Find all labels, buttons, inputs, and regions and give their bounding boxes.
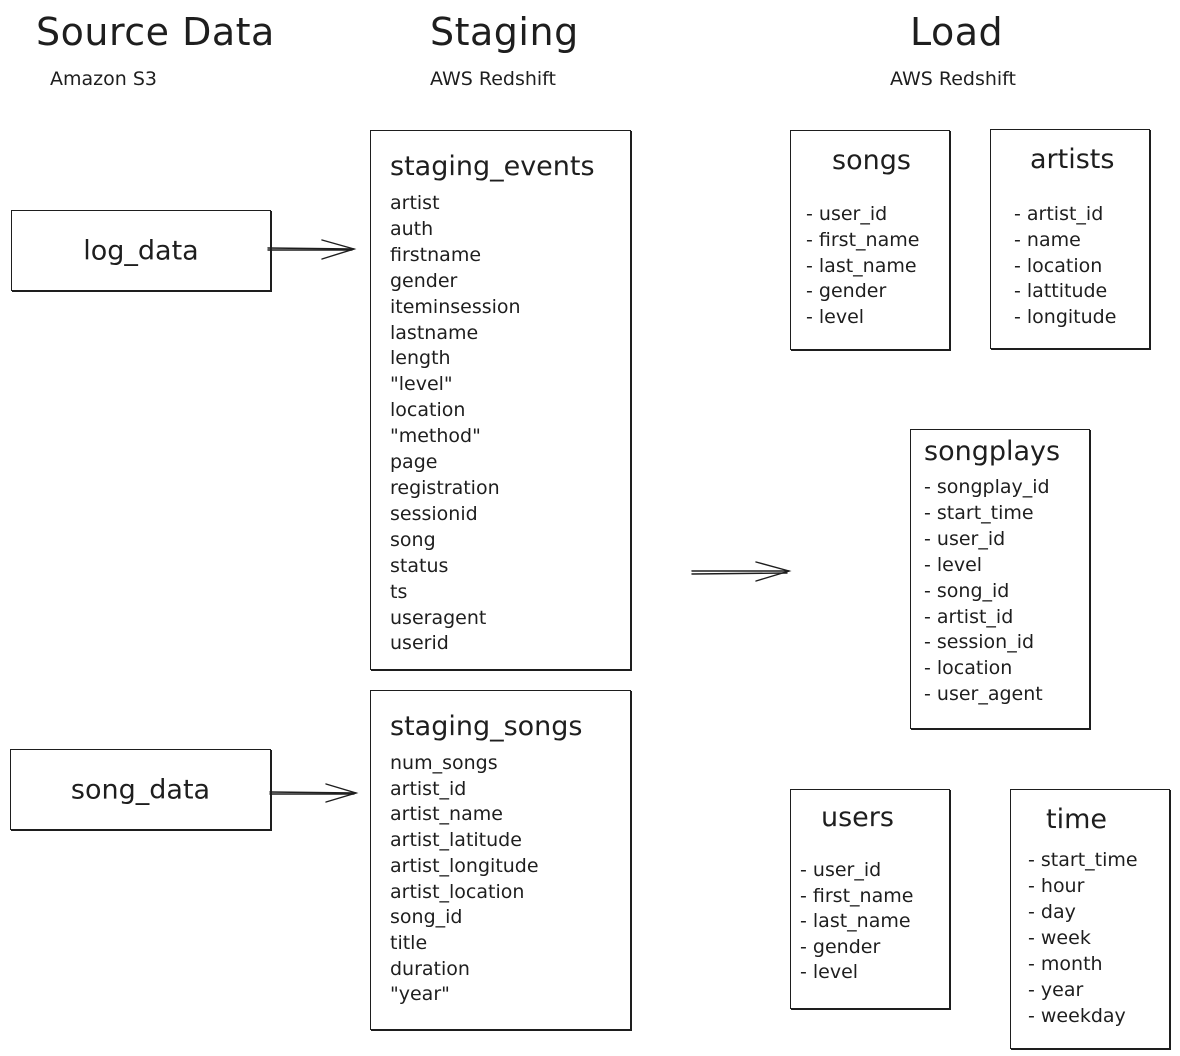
songplays-field: - user_id [924, 527, 1006, 550]
staging-events-field: song [390, 528, 436, 551]
songplays-field: - start_time [924, 501, 1034, 524]
songs-field: - user_id [806, 203, 888, 225]
log-to-staging-arrow [267, 239, 357, 260]
songs-fields: - user_id - first_name - last_name - gender… [806, 202, 919, 331]
staging-events-field: userid [390, 632, 449, 655]
time-field: - start_time [1028, 849, 1138, 871]
staging-songs-fields: num_songs artist_id artist_name artist_lati… [390, 751, 539, 1008]
staging-events-field: iteminsession [390, 295, 521, 318]
time-field: - week [1028, 927, 1091, 949]
users-fields: - user_id - first_name - last_name - gender… [800, 858, 913, 986]
time-table: time - start_time - hour - day - week - mont… [1010, 789, 1170, 1049]
users-field: - level [800, 961, 859, 983]
songs-title: songs [832, 145, 911, 176]
songplays-field: - song_id [924, 579, 1010, 602]
staging-events-field: "level" [390, 373, 453, 396]
staging-events-table: staging_events artist auth firstname gender… [370, 130, 631, 670]
artists-field: - longitude [1014, 306, 1117, 329]
staging-events-field: registration [390, 476, 500, 499]
staging-subtitle: AWS Redshift [430, 68, 556, 90]
users-field: - first_name [800, 884, 914, 907]
songplays-field: - location [924, 657, 1013, 680]
songplays-title: songplays [924, 436, 1061, 467]
staging-events-field: status [390, 554, 449, 577]
users-table: users - user_id- first_name- last_name- … [790, 789, 950, 1009]
staging-events-field: gender [390, 269, 458, 292]
songs-field: - level [806, 306, 865, 329]
staging-songs-field: duration [390, 957, 470, 980]
time-field: - year [1028, 979, 1084, 1001]
staging-songs-field: num_songs [390, 752, 498, 774]
staging-songs-field: title [390, 931, 428, 954]
staging-songs-title: staging_songs [390, 711, 583, 742]
load-subtitle: AWS Redshift [890, 68, 1016, 90]
users-field: - user_id [800, 859, 882, 881]
staging-songs-field: artist_name [390, 803, 503, 826]
staging-events-field: ts [390, 580, 408, 603]
artists-fields: - artist_id - name - location - lattitude - … [1014, 202, 1116, 331]
time-field: - weekday [1028, 1005, 1126, 1027]
artists-table: artists - artist_id - name - location - lat… [990, 129, 1150, 349]
songplays-fields: - songplay_id - start_time - user_id - leve… [924, 475, 1050, 708]
staging-events-field: "method" [390, 425, 481, 448]
staging-songs-field: artist_latitude [390, 829, 522, 852]
songplays-field: - session_id [924, 631, 1035, 654]
staging-events-field: location [390, 399, 466, 422]
staging-events-field: length [390, 347, 451, 370]
time-fields: - start_time - hour - day - week - month - ye… [1028, 847, 1138, 1029]
staging-events-field: sessionid [390, 502, 478, 525]
staging-events-field: page [390, 451, 438, 474]
source-data-title: Source Data [36, 10, 275, 54]
time-title: time [1046, 804, 1108, 835]
staging-events-field: useragent [390, 606, 487, 629]
staging-title: Staging [430, 10, 579, 54]
artists-field: - artist_id [1014, 203, 1104, 225]
songplays-field: - artist_id [924, 605, 1014, 628]
songplays-field: - user_agent [924, 683, 1043, 706]
song-to-staging-arrow [269, 783, 359, 803]
time-field: - hour [1028, 875, 1085, 897]
time-field: - month [1028, 953, 1103, 975]
staging-songs-field: "year" [390, 983, 450, 1006]
users-title: users [821, 802, 894, 833]
songs-field: - last_name [806, 254, 917, 277]
staging-events-title: staging_events [390, 151, 595, 182]
users-field: - gender [800, 935, 881, 958]
time-field: - day [1028, 901, 1076, 923]
staging-events-field: artist [390, 192, 440, 214]
songplays-table: songplays - songplay_id - start_time - use… [910, 429, 1090, 729]
staging-events-field: lastname [390, 321, 479, 344]
staging-to-load-arrow [691, 561, 792, 582]
staging-songs-field: artist_location [390, 880, 525, 903]
load-title: Load [910, 10, 1004, 54]
source-data-subtitle: Amazon S3 [50, 68, 157, 90]
artists-field: - location [1014, 254, 1103, 277]
song-data-box: song_data [10, 749, 271, 830]
artists-field: - lattitude [1014, 280, 1108, 303]
staging-events-field: auth [390, 217, 434, 240]
users-field: - last_name [800, 910, 911, 932]
songs-table: songs - user_id- first_name- last_name- … [790, 130, 950, 350]
song-data-label: song_data [70, 774, 211, 805]
log-data-label: log_data [83, 235, 199, 266]
staging-songs-field: song_id [390, 906, 463, 929]
staging-events-fields: artist auth firstname gender iteminsession la… [390, 191, 521, 657]
staging-songs-field: artist_longitude [390, 854, 539, 877]
staging-events-field: firstname [390, 243, 482, 266]
artists-title: artists [1030, 144, 1115, 175]
songplays-field: - level [924, 553, 983, 576]
songs-field: - first_name [806, 228, 920, 251]
songplays-field: - songplay_id [924, 476, 1050, 498]
songs-field: - gender [806, 280, 887, 303]
artists-field: - name [1014, 228, 1081, 251]
staging-songs-field: artist_id [390, 777, 467, 800]
staging-songs-table: staging_songs num_songs artist_id artist_n… [370, 690, 631, 1030]
